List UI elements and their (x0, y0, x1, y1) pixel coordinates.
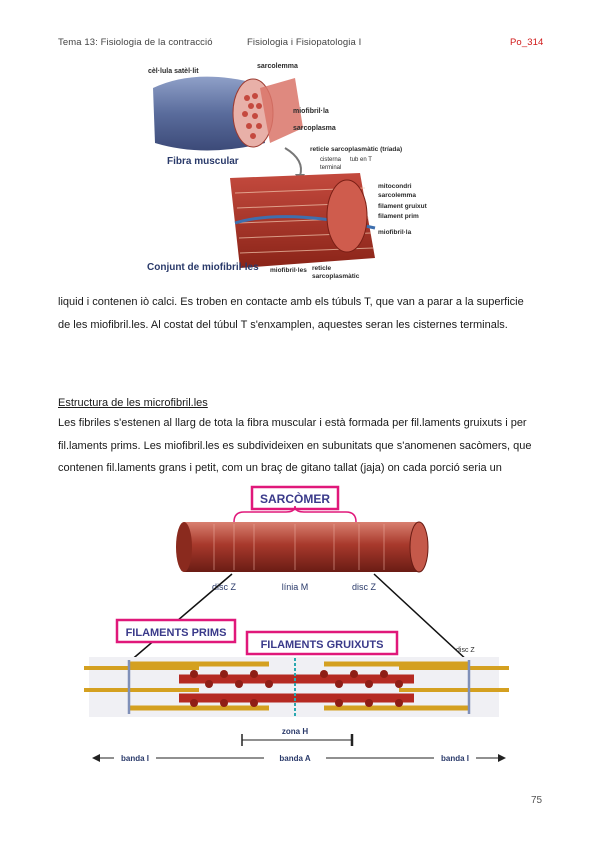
label-sarcolemma-2: sarcolemma (378, 192, 416, 199)
thick-filaments-box (245, 630, 399, 656)
label-i-band-left: banda I (121, 754, 149, 763)
zoom-line-right (373, 573, 470, 663)
header-course-title: Fisiologia i Fisiopatologia I (247, 37, 362, 48)
label-reticle-triad: reticle sarcoplasmàtic (tríada) (310, 146, 402, 153)
label-mitochondrion: mitocondri (378, 183, 412, 190)
paragraph-line: liquid i contenen iò calci. Es troben en… (58, 296, 524, 308)
thin-filaments-box (115, 618, 237, 644)
label-reticle: reticle (312, 265, 332, 272)
label-thick-filament: filament gruixut (378, 203, 428, 210)
label-sarcoplasm: sarcoplasma (293, 125, 336, 132)
label-thick-filaments: FILAMENTS GRUIXUTS (261, 639, 384, 651)
label-myofibril-set: Conjunt de miofibril·les (147, 262, 259, 273)
sarcomere-figure: SARCÒMER disc Z línia M disc Z FILAMENTS… (84, 485, 509, 765)
label-h-zone: zona H (282, 727, 308, 736)
paragraph-reticle: liquid i contenen iò calci. Es troben en… (58, 291, 542, 336)
paragraph-line: de les miofibril.les. Al costat del túbu… (58, 318, 508, 331)
muscle-fiber-figure: cèl·lula satèl·lit sarcolemma miofibril·… (147, 63, 428, 280)
label-myofibrils: miofibril·les (270, 267, 307, 274)
label-thin-filament: filament prim (378, 213, 419, 220)
section-title: Estructura de les microfibril.les (58, 397, 208, 409)
label-m-line: línia M (282, 582, 309, 592)
label-sarcoplasmatic: sarcoplasmàtic (312, 273, 360, 280)
paragraph-line: fil.laments prims. Les miofibril.les es … (58, 439, 532, 452)
label-i-band-right: banda I (441, 754, 469, 763)
label-cistern: cisterna (320, 157, 342, 163)
paragraph-line: Les fibriles s'estenen al llarg de tota … (58, 417, 527, 429)
header-chapter-title: Tema 13: Fisiologia de la contracció (58, 37, 213, 48)
label-thin-filaments: FILAMENTS PRIMS (126, 627, 227, 639)
sarcomere-filaments (84, 657, 509, 717)
sarcomere-bracket (233, 505, 357, 523)
label-satellite-cell: cèl·lula satèl·lit (148, 68, 199, 75)
transition-arrow (284, 147, 302, 177)
paragraph-line: contenen fil.laments grans i petit, com … (58, 462, 502, 474)
label-disc-z-right: disc Z (352, 582, 377, 592)
header-document-code: Po_314 (510, 37, 544, 48)
label-terminal: terminal (320, 165, 341, 171)
sarcomere-title: SARCÒMER (260, 491, 330, 506)
label-disc-z-left: disc Z (212, 582, 237, 592)
label-t-tubule: tub en T (350, 157, 372, 163)
myofibril-cylinder (184, 522, 419, 572)
page-number: 75 (531, 795, 543, 806)
label-myofibril-2: miofibril·la (378, 229, 412, 236)
label-disc-z-small: disc Z (456, 647, 475, 654)
label-sarcolemma: sarcolemma (257, 63, 298, 70)
label-a-band: banda A (279, 754, 310, 763)
zoom-line-left (128, 573, 233, 663)
label-muscle-fiber: Fibra muscular (167, 156, 239, 167)
label-myofibril: miofibril·la (293, 108, 329, 115)
paragraph-myofibrils: Les fibriles s'estenen al llarg de tota … (58, 412, 542, 480)
